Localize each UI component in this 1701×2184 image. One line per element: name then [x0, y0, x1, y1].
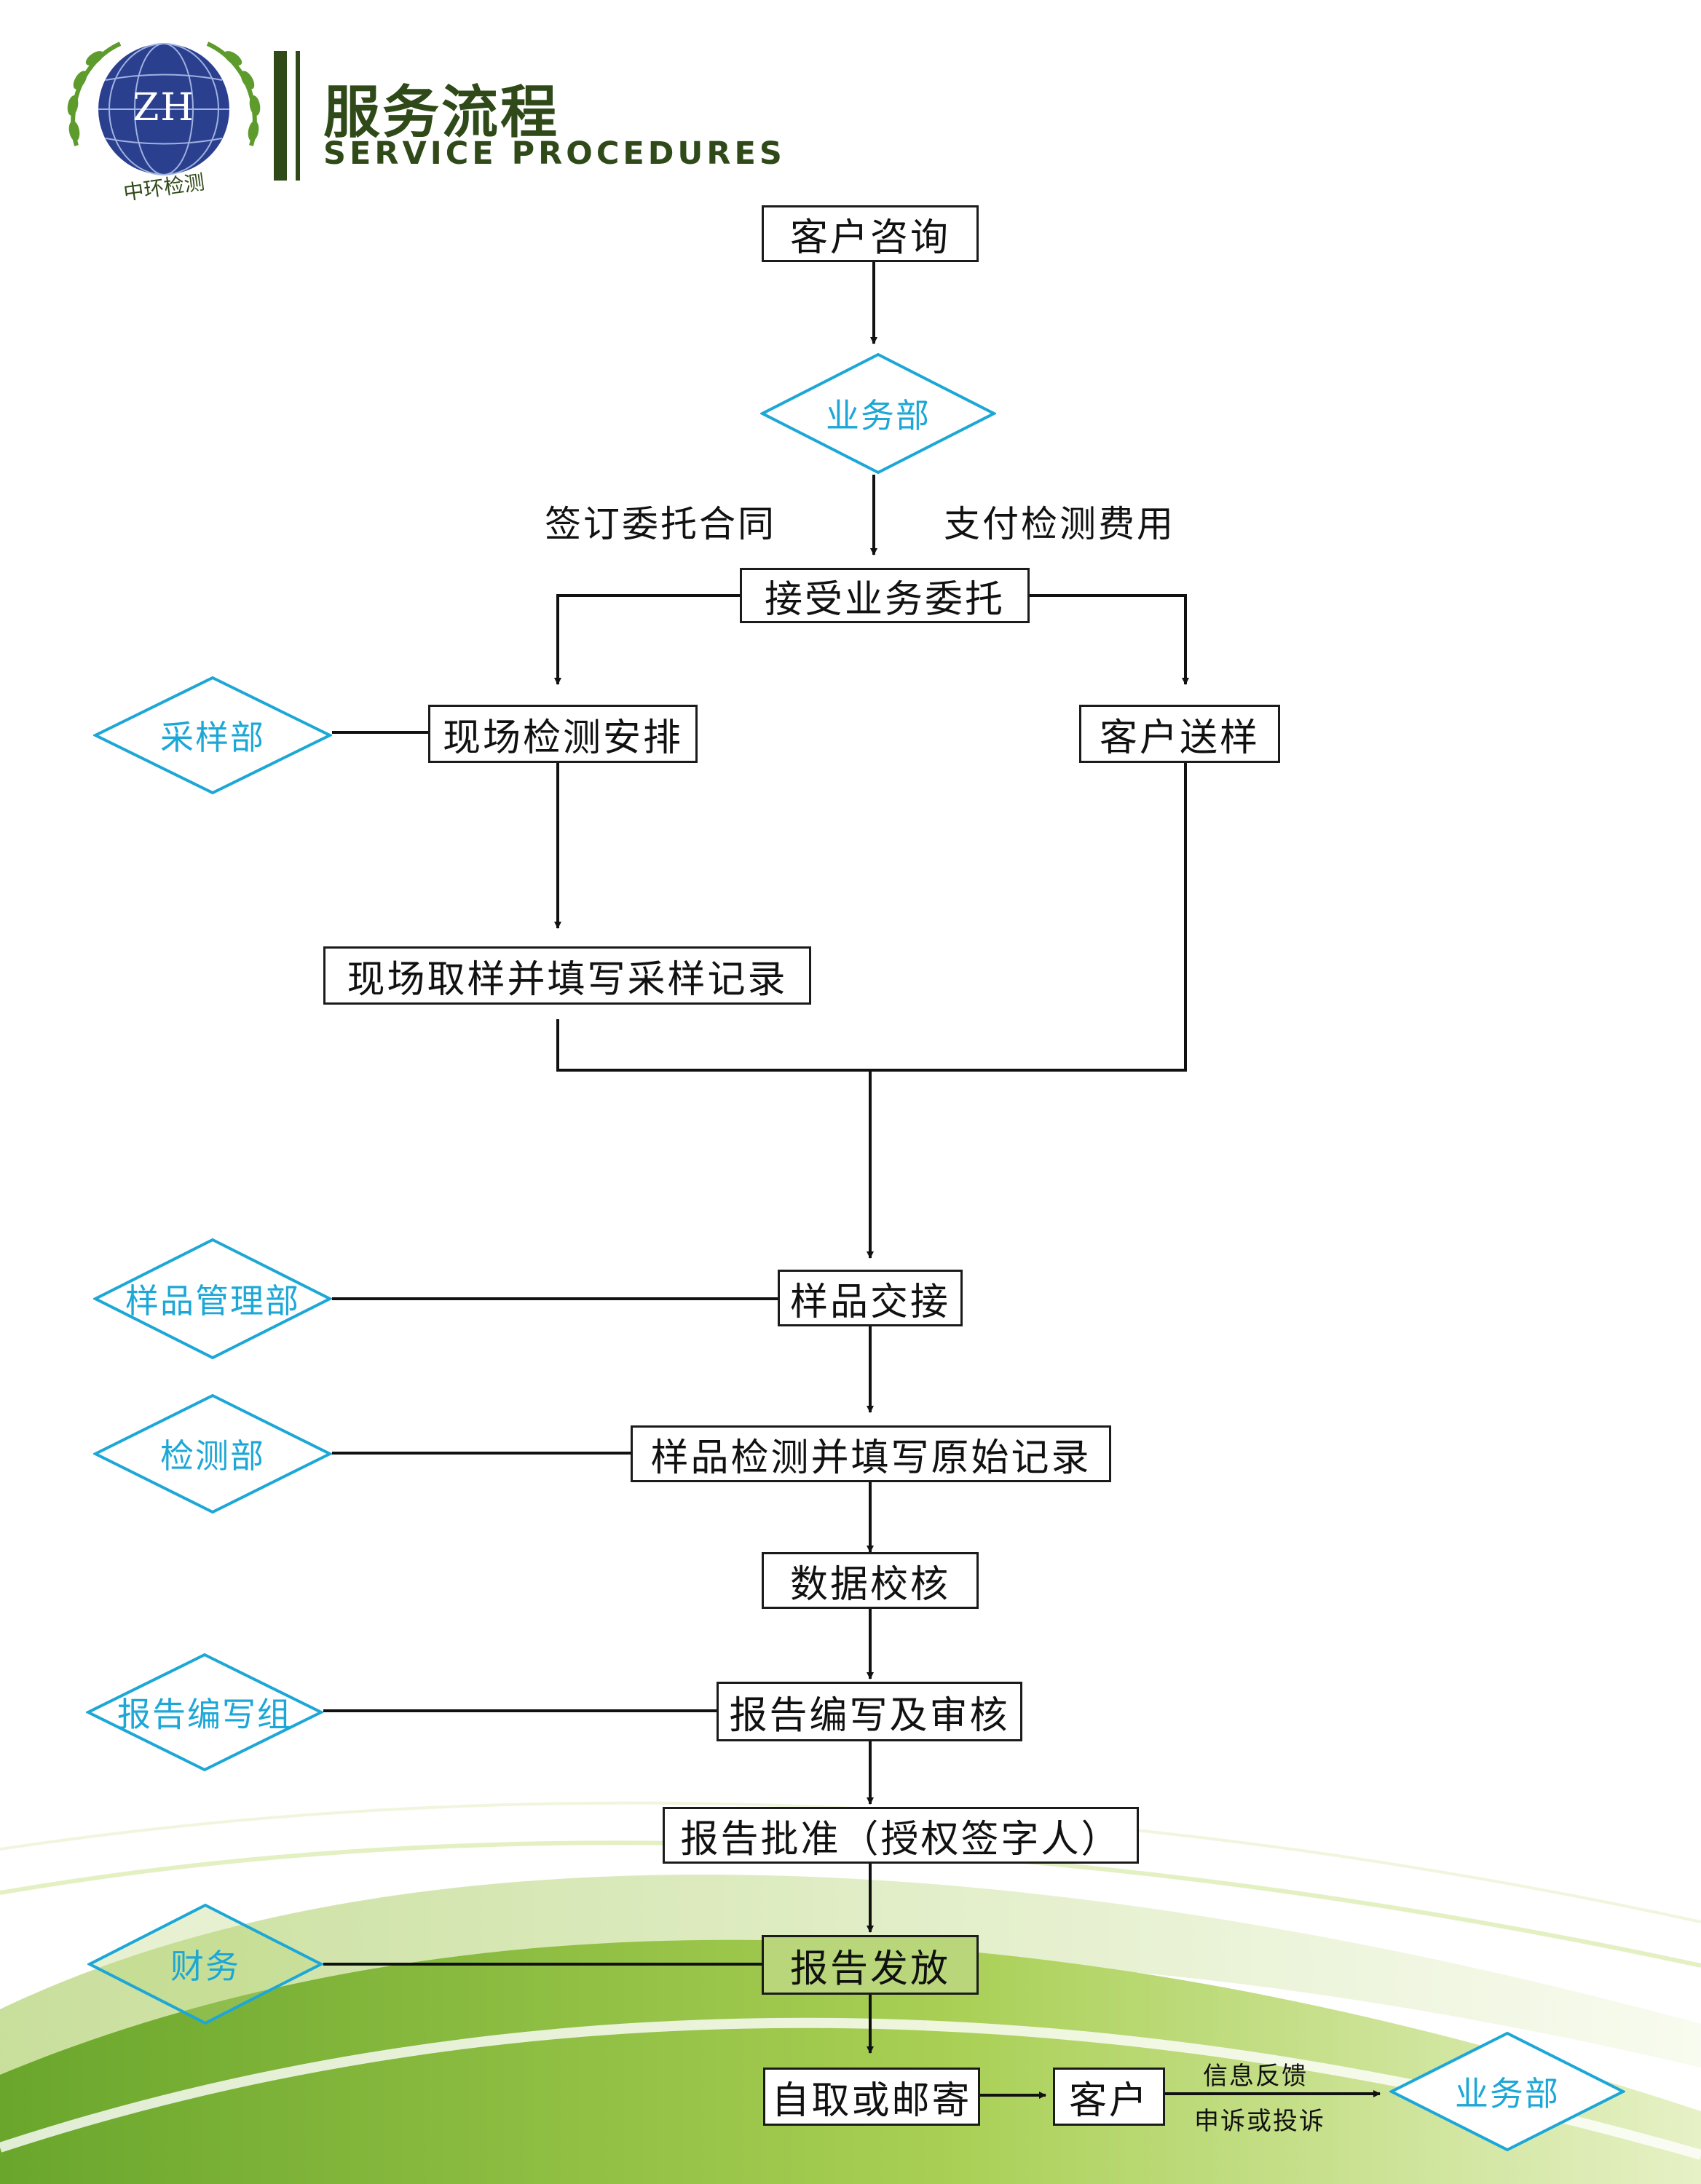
label-info-feedback: 信息反馈 — [1203, 2062, 1308, 2091]
step-report-writing-review: 报告编写及审核 — [717, 1682, 1022, 1741]
diamond-shape — [93, 1393, 332, 1514]
header-accent-bar — [274, 51, 287, 181]
step-report-issuance: 报告发放 — [762, 1935, 979, 1995]
step-data-verification: 数据校核 — [762, 1552, 979, 1609]
diamond-label: 样品管理部 — [125, 1281, 300, 1321]
flow-connectors — [323, 262, 1381, 2099]
step-sample-testing-record: 样品检测并填写原始记录 — [631, 1425, 1111, 1482]
diamond-shape — [93, 1238, 332, 1360]
company-logo — [67, 41, 261, 175]
step-onsite-sampling-record: 现场取样并填写采样记录 — [323, 946, 811, 1005]
decision-report-group: 报告编写组 — [86, 1653, 323, 1772]
step-sample-handover: 样品交接 — [778, 1270, 963, 1326]
diamond-label: 报告编写组 — [117, 1695, 292, 1734]
decision-business-dept: 业务部 — [760, 352, 996, 475]
diamond-shape — [87, 1903, 323, 2025]
label-sign-contract: 签订委托合同 — [545, 503, 776, 545]
step-report-approval: 报告批准（授权签字人） — [663, 1807, 1139, 1864]
diamond-label: 业务部 — [826, 396, 931, 435]
diamond-label: 检测部 — [160, 1436, 265, 1476]
step-client: 客户 — [1053, 2068, 1165, 2126]
step-accept-commission: 接受业务委托 — [740, 568, 1030, 623]
label-pay-fee: 支付检测费用 — [944, 503, 1175, 545]
step-client-sample-delivery: 客户送样 — [1079, 705, 1280, 763]
diamond-shape — [86, 1653, 323, 1772]
logo-initials: ZH — [133, 86, 195, 130]
diamond-label: 业务部 — [1455, 2074, 1560, 2113]
decision-business-dept-end: 业务部 — [1389, 2031, 1625, 2152]
step-onsite-arrangement: 现场检测安排 — [428, 705, 698, 763]
page-title: 服务流程 — [323, 80, 560, 146]
diamond-shape — [760, 352, 996, 475]
header-accent-bar-thin — [296, 51, 300, 181]
step-pickup-or-mail: 自取或邮寄 — [763, 2068, 980, 2126]
decision-finance: 财务 — [87, 1903, 323, 2025]
step-consult: 客户咨询 — [762, 205, 979, 262]
decision-sampling-dept: 采样部 — [93, 676, 332, 795]
label-complaint: 申诉或投诉 — [1194, 2107, 1325, 2136]
diamond-label: 采样部 — [160, 718, 265, 757]
decision-sample-mgmt-dept: 样品管理部 — [93, 1238, 332, 1360]
decision-testing-dept: 检测部 — [93, 1393, 332, 1514]
diamond-label: 财务 — [170, 1947, 240, 1986]
diamond-shape — [1389, 2031, 1625, 2152]
diamond-shape — [93, 676, 332, 795]
page-subtitle: SERVICE PROCEDURES — [323, 135, 786, 172]
